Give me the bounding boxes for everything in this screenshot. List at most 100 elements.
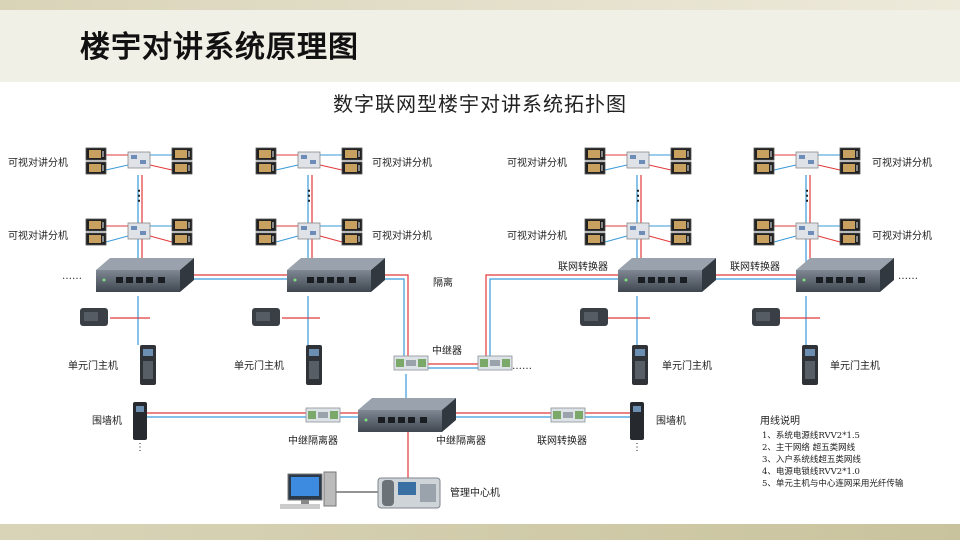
indoor-monitor-icon [85,218,107,232]
card-reader-4 [752,308,780,326]
label-door-1: 单元门主机 [68,359,118,372]
label-indoor-1a: 可视对讲分机 [8,156,68,169]
floor-hub-icon [795,222,819,240]
card-reader-2 [252,308,280,326]
label-converter-b: 联网转换器 [730,260,780,273]
floor-hub-icon [297,151,321,169]
legend-title: 用线说明 [760,414,800,427]
indoor-monitor-icon [753,147,775,161]
switch-1 [96,258,194,292]
indoor-monitor-icon [341,232,363,246]
indoor-monitor-icon [839,147,861,161]
floor-hub-icon [795,151,819,169]
door-station-4 [802,345,818,385]
page-title: 楼宇对讲系统原理图 [80,30,359,65]
switch-4 [796,258,894,292]
indoor-monitor-icon [584,161,606,175]
label-door-4: 单元门主机 [830,359,880,372]
wall-left-dots: ⋮ [135,442,145,453]
indoor-monitor-icon [171,218,193,232]
repeater-right [477,355,513,371]
indoor-monitor-icon [171,161,193,175]
legend-item: 3、入户系统线超五类网线 [762,454,861,465]
label-indoor-2b: 可视对讲分机 [372,229,432,242]
card-reader-3 [580,308,608,326]
floor-continuation-dots: ⋮ [132,188,146,204]
door-station-1 [140,345,156,385]
label-relay-isolator-center: 中继隔离器 [436,434,486,447]
diagram-title: 数字联网型楼宇对讲系统拓扑图 [333,92,627,116]
label-indoor-4a: 可视对讲分机 [872,156,932,169]
floor-hub-icon [127,151,151,169]
switch-2 [287,258,385,292]
indoor-monitor-icon [341,161,363,175]
indoor-monitor-icon [753,218,775,232]
wiring-legend: 用线说明 1、系统电源线RVV2*1.5 2、主干网络 超五类网线 3、入户系统… [760,414,904,489]
indoor-monitor-icon [85,232,107,246]
indoor-monitor-icon [341,147,363,161]
indoor-monitor-icon [85,147,107,161]
door-station-3 [632,345,648,385]
indoor-monitor-icon [255,218,277,232]
legend-item: 1、系统电源线RVV2*1.5 [762,430,860,441]
label-repeater: 中继器 [432,344,462,357]
repeater-left [393,355,429,371]
label-door-3: 单元门主机 [662,359,712,372]
floor-hub-icon [626,151,650,169]
indoor-monitor-icon [584,147,606,161]
door-station-2 [306,345,322,385]
indoor-monitor-icon [85,161,107,175]
indoor-monitor-icon [171,147,193,161]
label-indoor-3a: 可视对讲分机 [507,156,567,169]
label-relay-isolator-left: 中继隔离器 [288,434,338,447]
indoor-monitor-icon [584,232,606,246]
label-indoor-3b: 可视对讲分机 [507,229,567,242]
dots-repeater: …… [512,361,532,372]
label-converter-a: 联网转换器 [558,260,608,273]
floor-continuation-dots: ⋮ [631,188,645,204]
label-indoor-2a: 可视对讲分机 [372,156,432,169]
label-door-2: 单元门主机 [234,359,284,372]
indoor-monitor-icon [839,218,861,232]
indoor-monitor-icon [584,218,606,232]
label-indoor-4b: 可视对讲分机 [872,229,932,242]
wall-right-dots: ⋮ [632,442,642,453]
floor-hub-icon [626,222,650,240]
floor-hub-icon [297,222,321,240]
center-switch [358,398,456,432]
label-isolation: 隔离 [433,276,453,289]
legend-item: 5、单元主机与中心连网采用光纤传输 [762,478,904,489]
header-band [0,10,960,82]
wall-station-left [133,402,147,440]
card-reader-1 [80,308,108,326]
indoor-monitor-icon [670,147,692,161]
wall-station-right [630,402,644,440]
label-converter-bottom: 联网转换器 [537,434,587,447]
label-wall-right: 围墙机 [656,414,686,427]
indoor-monitor-icon [839,232,861,246]
legend-item: 4、电源电锁线RVV2*1.0 [762,466,860,477]
switch-3 [618,258,716,292]
label-wall-left: 围墙机 [92,414,122,427]
indoor-monitor-icon [839,161,861,175]
indoor-monitor-icon [171,232,193,246]
label-management-center: 管理中心机 [450,486,500,499]
floor-continuation-dots: ⋮ [302,188,316,204]
indoor-monitor-icon [255,161,277,175]
floor-hub-icon [127,222,151,240]
dots-left: …… [62,271,82,282]
top-accent-bar [0,0,960,10]
floor-continuation-dots: ⋮ [800,188,814,204]
indoor-monitor-icon [670,218,692,232]
pc-workstation [280,471,337,509]
network-converter-bottom [550,407,586,423]
legend-item: 2、主干网络 超五类网线 [762,442,856,453]
relay-isolator-left [305,407,341,423]
wiring [105,154,841,505]
indoor-monitor-icon [753,161,775,175]
indoor-monitor-icon [670,232,692,246]
label-indoor-1b: 可视对讲分机 [8,229,68,242]
indoor-monitor-icon [670,161,692,175]
dots-right: …… [898,271,918,282]
